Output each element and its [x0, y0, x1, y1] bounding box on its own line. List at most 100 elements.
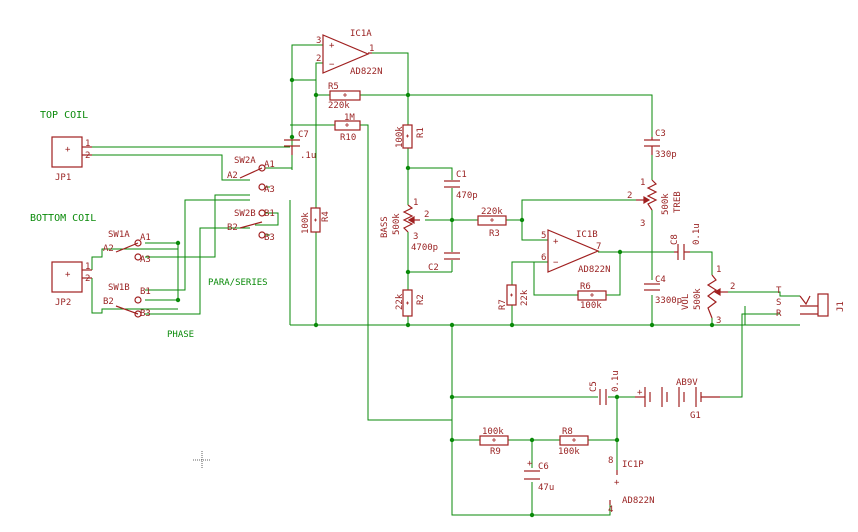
pin-bass-3: 3	[413, 232, 418, 242]
label-r7: R7	[498, 299, 508, 310]
pin-sw1a-a3: A3	[140, 255, 151, 265]
wires	[91, 44, 800, 516]
pin-sw2b-b2: B2	[227, 223, 238, 233]
ic1a-minus: −	[329, 60, 335, 70]
g1-plus: +	[637, 388, 643, 398]
label-r9: R9	[490, 447, 501, 457]
value-r5: 220k	[328, 101, 350, 111]
label-sw1b: SW1B	[108, 283, 130, 293]
label-c8: C8	[670, 234, 680, 245]
pin-treb-1: 1	[640, 178, 645, 188]
value-treb: 500k	[661, 193, 671, 215]
label-c5: C5	[589, 381, 599, 392]
value-c3: 330p	[655, 150, 677, 160]
value-c8: 0.1u	[692, 223, 702, 245]
value-r7: 22k	[520, 289, 530, 306]
pin-jp2-1: 1	[85, 262, 90, 272]
parts	[51, 34, 829, 505]
jp1-plus-marks: +	[65, 145, 71, 155]
value-vol: 500k	[693, 288, 703, 310]
pin-ic1a-2: 2	[316, 54, 321, 64]
pin-treb-2: 2	[627, 191, 632, 201]
pin-ic1p-4: 4	[608, 505, 613, 515]
value-ic1b: AD822N	[578, 265, 611, 275]
pin-jp1-2: 2	[85, 151, 90, 161]
label-r1: R1	[416, 127, 426, 138]
label-vol: VOL	[681, 294, 691, 310]
value-r8: 100k	[558, 447, 580, 457]
label-sw2b: SW2B	[234, 209, 256, 219]
pin-j1-t: T	[776, 286, 782, 296]
label-bass: BASS	[380, 216, 390, 238]
value-r2: 22k	[395, 293, 405, 310]
label-jp2: JP2	[55, 298, 71, 308]
label-j1: J1	[836, 301, 846, 312]
label-r6: R6	[580, 282, 591, 292]
label-treb: TREB	[673, 191, 683, 213]
value-c5: 0.1u	[611, 370, 621, 392]
label-ic1a: IC1A	[350, 29, 372, 39]
label-ic1b: IC1B	[576, 230, 598, 240]
pin-j1-r: R	[776, 309, 782, 319]
label-ic1p: IC1P	[622, 460, 644, 470]
pin-vol-3: 3	[716, 316, 721, 326]
label-c2: C2	[428, 263, 439, 273]
ic1a-plus: +	[329, 41, 335, 51]
value-bass: 500k	[392, 213, 402, 235]
value-g1: AB9V	[676, 378, 698, 388]
pin-vol-2: 2	[730, 282, 735, 292]
pin-jp2-2: 2	[85, 274, 90, 284]
note-top-coil: TOP COIL	[40, 110, 88, 121]
crosshair-cursor-icon	[193, 451, 211, 469]
label-c4: C4	[655, 275, 666, 285]
label-r3: R3	[489, 229, 500, 239]
label-g1: G1	[690, 411, 701, 421]
junctions	[175, 77, 715, 518]
pin-bass-1: 1	[413, 198, 418, 208]
value-r4: 100k	[301, 212, 311, 234]
value-r10: 1M	[344, 113, 355, 123]
pin-ic1a-1: 1	[369, 44, 374, 54]
pin-sw1b-b2: B2	[103, 297, 114, 307]
ic1b-plus: +	[553, 237, 559, 247]
label-r5: R5	[328, 82, 339, 92]
pin-vol-1: 1	[716, 265, 721, 275]
value-c6: 47u	[538, 483, 554, 493]
value-c7: .1u	[300, 151, 316, 161]
pin-sw1b-b3: B3	[140, 309, 151, 319]
label-r10: R10	[340, 133, 356, 143]
label-sw2a: SW2A	[234, 156, 256, 166]
pin-sw2b-b1: B1	[264, 209, 275, 219]
pin-sw2a-a3: A3	[264, 185, 275, 195]
label-sw1a: SW1A	[108, 230, 130, 240]
note-phase: PHASE	[167, 330, 194, 340]
pin-ic1p-8: 8	[608, 456, 613, 466]
label-jp1: JP1	[55, 173, 71, 183]
note-para-series: PARA/SERIES	[208, 278, 268, 288]
pin-ic1b-7: 7	[596, 242, 601, 252]
pin-ic1b-5: 5	[541, 231, 546, 241]
ic1p-plus: +	[614, 478, 620, 488]
pin-treb-3: 3	[640, 219, 645, 229]
value-ic1a: AD822N	[350, 67, 383, 77]
label-c6: C6	[538, 462, 549, 472]
pin-bass-2: 2	[424, 210, 429, 220]
pin-j1-s: S	[776, 298, 781, 308]
pin-ic1b-6: 6	[541, 253, 546, 263]
value-ic1p: AD822N	[622, 496, 655, 506]
label-r8: R8	[562, 427, 573, 437]
value-r3: 220k	[481, 207, 503, 217]
jp2-plus-marks: +	[65, 270, 71, 280]
value-r1: 100k	[395, 126, 405, 148]
pin-jp1-1: 1	[85, 139, 90, 149]
label-c3: C3	[655, 129, 666, 139]
label-r2: R2	[416, 294, 426, 305]
pin-sw2a-a2: A2	[227, 171, 238, 181]
value-r9: 100k	[482, 427, 504, 437]
value-r6: 100k	[580, 301, 602, 311]
pin-sw2a-a1: A1	[264, 160, 275, 170]
resistor-markers	[314, 93, 594, 442]
value-c4: 3300p	[655, 296, 682, 306]
